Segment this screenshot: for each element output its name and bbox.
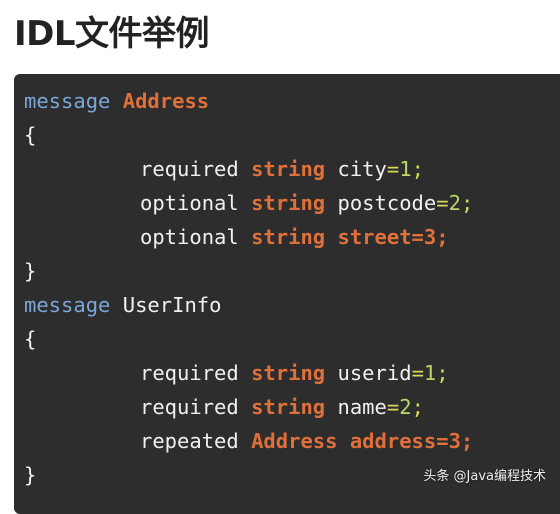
code-token: = xyxy=(386,395,400,419)
code-token: repeated xyxy=(140,429,239,453)
code-token: message xyxy=(24,89,111,113)
page-title: IDL文件举例 xyxy=(14,14,210,54)
code-token: 2 xyxy=(399,395,412,419)
code-token: 1 xyxy=(399,157,412,181)
code-line: message Address xyxy=(24,84,473,118)
code-token: message xyxy=(24,293,111,317)
code-token: userid xyxy=(337,361,412,385)
code-token: required xyxy=(140,361,239,385)
code-lines: message Address{required string city=1;o… xyxy=(24,84,473,492)
code-token: { xyxy=(24,123,37,147)
code-line: required string name=2; xyxy=(24,390,473,424)
code-token: } xyxy=(24,463,37,487)
code-token xyxy=(239,191,251,215)
code-token xyxy=(110,293,122,317)
code-token xyxy=(338,429,350,453)
code-line: { xyxy=(24,118,473,152)
code-token: ; xyxy=(436,361,449,385)
code-token: address=3; xyxy=(349,429,474,453)
code-token xyxy=(239,361,251,385)
code-token: Address xyxy=(122,89,210,113)
code-token: 2 xyxy=(448,191,461,215)
code-block: message Address{required string city=1;o… xyxy=(14,74,560,514)
code-line: repeated Address address=3; xyxy=(24,424,473,458)
code-token xyxy=(325,395,337,419)
code-token: ; xyxy=(460,191,474,215)
code-token: UserInfo xyxy=(122,293,222,317)
code-token xyxy=(239,429,251,453)
code-token: = xyxy=(386,157,400,181)
code-token: string xyxy=(251,157,326,181)
code-line: optional string street=3; xyxy=(24,220,473,254)
code-token: { xyxy=(24,327,37,351)
code-token xyxy=(239,395,251,419)
code-token xyxy=(325,191,337,215)
code-token xyxy=(325,225,337,249)
code-token: 1 xyxy=(423,361,437,385)
code-token: optional xyxy=(140,191,239,215)
code-token xyxy=(325,157,337,181)
code-token: string xyxy=(251,361,326,385)
code-line: message UserInfo xyxy=(24,288,473,322)
code-line: } xyxy=(24,458,473,492)
code-token: postcode xyxy=(337,191,437,215)
code-token: required xyxy=(140,157,239,181)
code-token: ; xyxy=(411,157,424,181)
code-token: required xyxy=(140,395,239,419)
code-token: street=3; xyxy=(337,225,449,249)
code-token: string xyxy=(251,225,326,249)
code-token xyxy=(110,89,122,113)
code-token: optional xyxy=(140,225,239,249)
code-token: name xyxy=(337,395,387,419)
code-token: } xyxy=(24,259,37,283)
code-line: required string city=1; xyxy=(24,152,473,186)
code-line: } xyxy=(24,254,473,288)
code-token: city xyxy=(337,157,387,181)
code-token: = xyxy=(436,191,449,215)
code-token: string xyxy=(251,191,326,215)
code-token xyxy=(239,225,251,249)
code-token: Address xyxy=(251,429,338,453)
code-token: string xyxy=(251,395,326,419)
watermark-text: 头条 @Java编程技术 xyxy=(423,469,546,484)
code-token xyxy=(239,157,251,181)
code-token xyxy=(325,361,337,385)
code-token: ; xyxy=(411,395,424,419)
code-line: required string userid=1; xyxy=(24,356,473,390)
code-token: = xyxy=(411,361,424,385)
code-line: { xyxy=(24,322,473,356)
code-line: optional string postcode=2; xyxy=(24,186,473,220)
